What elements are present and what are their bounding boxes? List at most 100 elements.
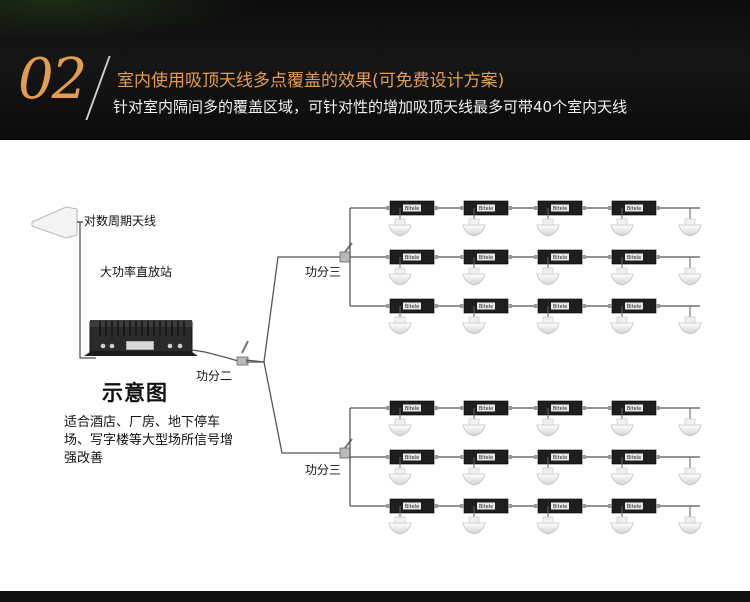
- coupler-connector: [656, 255, 660, 259]
- coupler-tag: [551, 453, 569, 461]
- coupler-connector: [386, 206, 390, 210]
- coupler-brand-text: Bitele: [627, 406, 641, 412]
- ceiling-antenna-icon: [536, 322, 560, 335]
- ceiling-antenna-base: [468, 467, 480, 475]
- coupler-brand-text: Bitele: [405, 255, 419, 261]
- coupler-brand-text: Bitele: [479, 206, 493, 212]
- coupler-connector: [386, 304, 390, 308]
- ceiling-antenna-base: [394, 218, 406, 226]
- ceiling-antenna-icon: [536, 473, 560, 486]
- ceiling-antenna-base: [684, 467, 696, 475]
- coupler-connector: [582, 255, 586, 259]
- coupler-connector: [508, 304, 512, 308]
- coupler-brand-text: Bitele: [627, 455, 641, 461]
- ceiling-antenna-icon: [462, 473, 486, 486]
- coupler-connector: [386, 255, 390, 259]
- ceiling-antenna-base: [468, 316, 480, 324]
- antenna-feed-cable: [79, 222, 96, 359]
- coupler-tag: [551, 253, 569, 261]
- ceiling-antenna-base: [616, 316, 628, 324]
- ceiling-antenna-base: [616, 467, 628, 475]
- coupler-tag: [403, 204, 421, 212]
- coupler-tag: [477, 502, 495, 510]
- ceiling-antenna-base: [616, 418, 628, 426]
- splitter3-label-top: 功分三: [305, 265, 342, 279]
- ceiling-antenna-base: [468, 418, 480, 426]
- bottom-bar: [0, 591, 750, 602]
- coupler-connector: [656, 406, 660, 410]
- splitter3-label-bottom: 功分三: [305, 463, 342, 477]
- coupler-tag: [551, 302, 569, 310]
- three-way-splitter-icon: [339, 447, 351, 459]
- coupler-connector: [534, 406, 538, 410]
- ceiling-antenna-base: [542, 316, 554, 324]
- splitter2-label: 功分二: [196, 369, 233, 383]
- coupler-connector: [534, 206, 538, 210]
- coupler-connector: [582, 455, 586, 459]
- coupler-connector: [460, 406, 464, 410]
- application-description: 适合酒店、厂房、地下停车场、写字楼等大型场所信号增强改善: [64, 415, 234, 466]
- coupler-brand-text: Bitele: [627, 206, 641, 212]
- coupler-connector: [608, 406, 612, 410]
- coupler-tag: [625, 404, 643, 412]
- ceiling-antenna-base: [684, 516, 696, 524]
- coupler-tag: [403, 404, 421, 412]
- ceiling-antenna-icon: [678, 224, 702, 237]
- coupler-connector: [508, 255, 512, 259]
- coupler-connector: [508, 504, 512, 508]
- coupler-connector: [608, 304, 612, 308]
- ceiling-antenna-icon: [678, 522, 702, 535]
- coupler-connector: [386, 504, 390, 508]
- coupler-brand-text: Bitele: [405, 504, 419, 510]
- coupler-tag: [403, 302, 421, 310]
- ceiling-antenna-icon: [610, 522, 634, 535]
- coupler-connector: [460, 255, 464, 259]
- ceiling-antenna-base: [468, 516, 480, 524]
- antenna-label: 对数周期天线: [84, 214, 157, 228]
- ceiling-antenna-base: [542, 218, 554, 226]
- splitter2-cable-down: [246, 361, 340, 454]
- ceiling-antenna-base: [542, 467, 554, 475]
- repeater-icon: [84, 320, 198, 356]
- coupler-connector: [508, 455, 512, 459]
- coupler-brand-text: Bitele: [627, 504, 641, 510]
- ceiling-antenna-icon: [462, 224, 486, 237]
- coupler-connector: [434, 304, 438, 308]
- coupler-connector: [582, 504, 586, 508]
- coupler-brand-text: Bitele: [553, 455, 567, 461]
- coupler-connector: [508, 406, 512, 410]
- ceiling-antenna-base: [468, 218, 480, 226]
- section-number: 02: [18, 47, 87, 112]
- coupler-tag: [477, 453, 495, 461]
- ceiling-antenna-icon: [388, 322, 412, 335]
- splitter-connector: [344, 438, 353, 449]
- coupler-connector: [582, 304, 586, 308]
- coupler-tag: [551, 204, 569, 212]
- ceiling-antenna-icon: [388, 522, 412, 535]
- ceiling-antenna-base: [394, 316, 406, 324]
- coupler-connector: [386, 406, 390, 410]
- coupler-connector: [434, 255, 438, 259]
- coupler-connector: [460, 455, 464, 459]
- coupler-brand-text: Bitele: [405, 406, 419, 412]
- coupler-connector: [608, 504, 612, 508]
- ceiling-antenna-icon: [610, 224, 634, 237]
- coupler-tag: [403, 502, 421, 510]
- ceiling-antenna-base: [394, 267, 406, 275]
- ceiling-antenna-icon: [678, 322, 702, 335]
- ceiling-antenna-base: [616, 267, 628, 275]
- ceiling-antenna-icon: [462, 322, 486, 335]
- coupler-tag: [477, 253, 495, 261]
- coupler-tag: [551, 404, 569, 412]
- coupler-connector: [434, 406, 438, 410]
- coupler-tag: [403, 253, 421, 261]
- ceiling-antenna-icon: [388, 273, 412, 286]
- ceiling-antenna-icon: [388, 424, 412, 437]
- coupler-tag: [625, 253, 643, 261]
- two-way-splitter-icon: [236, 340, 249, 366]
- ceiling-antenna-base: [542, 418, 554, 426]
- ceiling-antenna-icon: [462, 522, 486, 535]
- ceiling-antenna-icon: [462, 273, 486, 286]
- divider-slash: [85, 56, 111, 120]
- coupler-tag: [625, 302, 643, 310]
